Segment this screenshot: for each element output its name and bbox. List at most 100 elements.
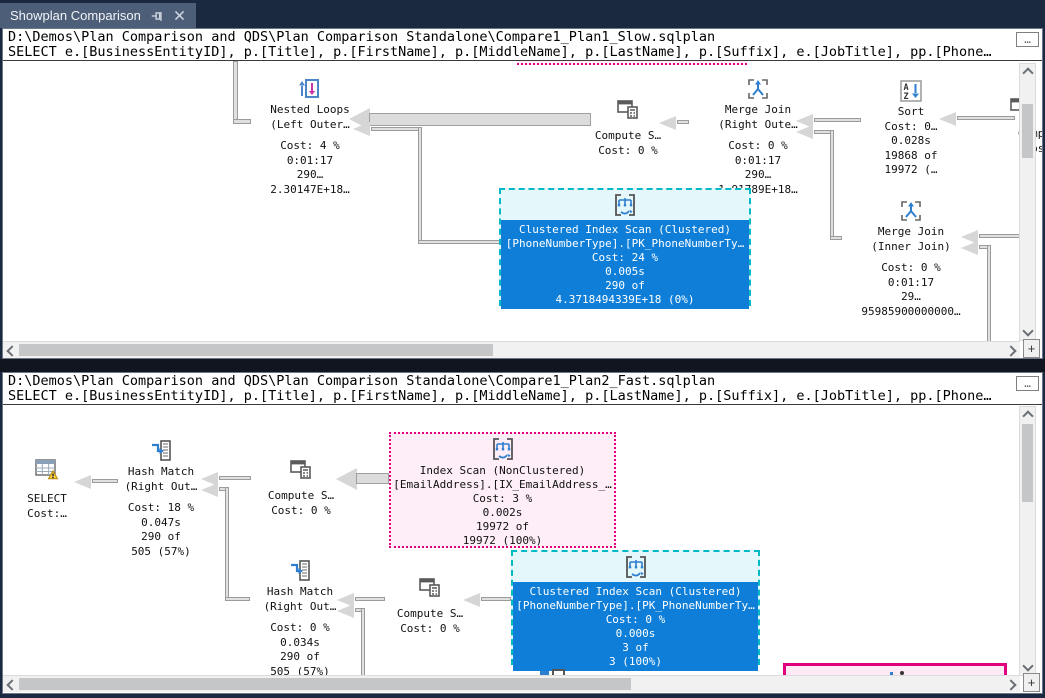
scroll-down-arrow[interactable] xyxy=(1020,325,1035,340)
plan1-horizontal-scrollbar[interactable] xyxy=(3,341,1020,358)
plan2-file-path: D:\Demos\Plan Comparison and QDS\Plan Co… xyxy=(8,373,716,389)
node-stat: 290 of xyxy=(141,530,181,543)
plan2-header: D:\Demos\Plan Comparison and QDS\Plan Co… xyxy=(3,373,1042,405)
node-stat: 0.034s xyxy=(280,635,320,649)
plan1-zoom-button[interactable]: + xyxy=(1023,339,1040,358)
plan-node-clustered-index-scan-selected[interactable]: Clustered Index Scan (Clustered) [PhoneN… xyxy=(499,188,751,309)
plan-node-compute-scalar-2[interactable]: Compute S… Cost: 0 % xyxy=(378,575,482,636)
node-stat: 19972 of xyxy=(476,520,529,533)
connector-line xyxy=(481,597,511,601)
plan2-zoom-button[interactable]: + xyxy=(1023,673,1040,692)
connector-arrow xyxy=(939,112,956,126)
connector-line xyxy=(418,127,422,244)
scroll-right-arrow[interactable] xyxy=(1005,677,1020,692)
different-region-fragment xyxy=(517,61,747,65)
pane-splitter[interactable] xyxy=(0,359,1045,372)
node-stat: 505 (57%) xyxy=(131,544,191,558)
partial-icon-fragment xyxy=(890,672,893,677)
node-stat: 2.30147E+18… xyxy=(270,182,350,196)
hash-match-icon xyxy=(288,559,312,583)
connector-line xyxy=(418,240,501,244)
node-stat: Cost: 0 % xyxy=(881,261,941,274)
plan-node-nested-loops[interactable]: Nested Loops (Left Outer… Cost: 4 % 0:01… xyxy=(240,77,380,197)
plan-node-index-scan-nonclustered[interactable]: Index Scan (NonClustered) [EmailAddress]… xyxy=(389,432,616,548)
node-stat: 0:01:17 xyxy=(734,153,782,167)
tab-showplan-comparison[interactable]: Showplan Comparison xyxy=(0,3,196,28)
svg-text:Z: Z xyxy=(904,92,909,102)
select-result-icon xyxy=(35,457,59,481)
plan-node-compute-scalar[interactable]: Compute S… Cost: 0 % xyxy=(576,97,680,158)
plan2-vertical-scrollbar[interactable] xyxy=(1019,406,1036,676)
plan-node-hash-match-2[interactable]: Hash Match (Right Out… Cost: 0 % 0.034s … xyxy=(258,559,342,677)
connector-line xyxy=(219,476,251,480)
node-stat: Cost:… xyxy=(27,506,67,520)
node-stat: 0.000s xyxy=(615,627,656,640)
compute-scalar-icon xyxy=(418,575,442,599)
connector-line xyxy=(987,245,991,342)
node-stat: 0.005s xyxy=(605,265,645,278)
node-label: (Inner Join) xyxy=(871,239,951,253)
node-label: (Right Out… xyxy=(124,479,198,493)
node-stat: Cost: 3 % xyxy=(472,492,533,505)
node-label: Compute S… xyxy=(594,129,662,142)
scrollbar-thumb[interactable] xyxy=(1022,104,1033,158)
connector-line xyxy=(225,597,250,601)
scrollbar-thumb[interactable] xyxy=(19,344,493,356)
scroll-up-arrow[interactable] xyxy=(1020,64,1035,79)
nested-loops-icon xyxy=(298,77,322,101)
node-label: Clustered Index Scan (Clustered) xyxy=(519,223,731,236)
node-stat: Cost: 0 % xyxy=(598,143,658,157)
plan-node-compute-scalar-1[interactable]: Compute S… Cost: 0 % xyxy=(249,457,353,518)
scrollbar-thumb[interactable] xyxy=(19,678,631,690)
plan2-pane: D:\Demos\Plan Comparison and QDS\Plan Co… xyxy=(2,372,1043,694)
node-stat: 19972 (… xyxy=(884,163,938,176)
node-stat: 290… xyxy=(744,168,772,181)
plan-node-hash-match-1[interactable]: Hash Match (Right Out… Cost: 18 % 0.047s… xyxy=(119,439,203,559)
plan1-vertical-scrollbar[interactable] xyxy=(1019,63,1036,341)
node-stat: Cost: 0 % xyxy=(400,621,460,635)
node-label: Hash Match xyxy=(266,585,334,598)
different-region-node-partial[interactable] xyxy=(783,663,1007,677)
node-stat: Cost: 18 % xyxy=(127,501,195,514)
node-stat: 0.047s xyxy=(141,515,181,529)
connector-line xyxy=(355,597,385,601)
node-label: Compute S… xyxy=(396,607,464,620)
connector-arrow xyxy=(337,593,354,607)
node-label: Merge Join xyxy=(724,103,792,116)
plan1-header: D:\Demos\Plan Comparison and QDS\Plan Co… xyxy=(3,29,1042,61)
scrollbar-thumb[interactable] xyxy=(1022,424,1033,502)
selected-node-body: Clustered Index Scan (Clustered) [PhoneN… xyxy=(513,582,758,671)
close-icon[interactable] xyxy=(173,9,186,22)
scroll-up-arrow[interactable] xyxy=(1020,407,1035,422)
node-label: Sort xyxy=(897,105,925,118)
node-label: Index Scan (NonClustered) xyxy=(419,464,586,477)
node-label: [PhoneNumberType].[PK_PhoneNumberTy… xyxy=(505,237,745,250)
node-stat: Cost: 0 % xyxy=(270,621,330,634)
plan-node-clustered-index-scan-selected[interactable]: Clustered Index Scan (Clustered) [PhoneN… xyxy=(511,550,760,671)
connector-line xyxy=(233,119,251,124)
plan2-expand-statement-button[interactable]: … xyxy=(1016,376,1039,391)
node-label: Hash Match xyxy=(127,465,195,478)
plan2-canvas: SELECT Cost:… Hash Match (Right Out… Cos… xyxy=(3,405,1042,677)
tab-bar: Showplan Comparison xyxy=(0,0,1045,28)
connector-line xyxy=(979,234,1021,238)
node-stat: Cost: 0 % xyxy=(271,503,331,517)
plan2-horizontal-scrollbar[interactable] xyxy=(3,675,1020,692)
node-label: [EmailAddress].[IX_EmailAddress_… xyxy=(393,478,612,491)
node-stat: 19868 of xyxy=(884,148,938,162)
index-scan-icon xyxy=(513,552,758,582)
plan-node-select[interactable]: SELECT Cost:… xyxy=(15,457,79,521)
node-label: [PhoneNumberType].[PK_PhoneNumberTy… xyxy=(516,599,755,612)
pin-icon[interactable] xyxy=(150,9,164,23)
connector-arrow xyxy=(201,483,218,497)
plan-node-merge-join-right[interactable]: Merge Join (Right Oute… Cost: 0 % 0:01:1… xyxy=(686,77,830,197)
node-stat: Cost: 4 % xyxy=(280,139,340,152)
connector-line xyxy=(830,130,834,240)
plan1-expand-statement-button[interactable]: … xyxy=(1016,32,1039,47)
scroll-left-arrow[interactable] xyxy=(3,343,18,358)
scroll-right-arrow[interactable] xyxy=(1005,343,1020,358)
scroll-left-arrow[interactable] xyxy=(3,677,18,692)
plan-node-merge-join-inner[interactable]: Merge Join (Inner Join) Cost: 0 % 0:01:1… xyxy=(839,199,983,319)
